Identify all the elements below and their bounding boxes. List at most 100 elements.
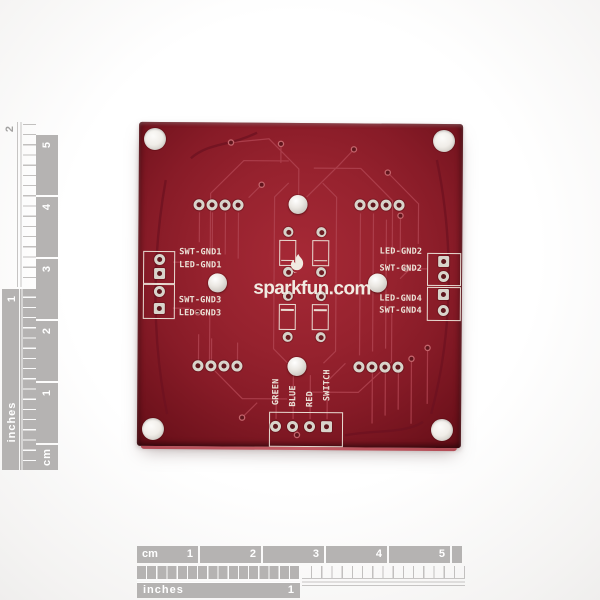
pad [154,253,166,266]
standoff-hole-top [288,194,308,215]
cm-number: 5 [41,141,53,149]
pad [205,360,217,372]
cm-block [36,135,58,195]
silkscreen-label-green: GREEN [271,378,282,406]
inches-unit-label: inches [6,401,18,443]
silkscreen-label-red: RED [305,391,316,408]
sparkfun-flame-icon [290,253,304,273]
pad [283,226,294,237]
mounting-hole-top-left [143,127,167,151]
smd-footprint [311,304,329,331]
pad [269,420,282,432]
pad [354,199,366,211]
cm-block [36,383,58,443]
inch-guide-lines [137,578,300,583]
ruler-left-inch-block [2,289,36,470]
cm-block: 2 [200,546,261,563]
inch-number: 1 [287,584,294,596]
pad [286,420,299,432]
pad [316,267,327,278]
silkscreen-label: LED-GND1 [179,260,222,271]
pad [320,421,333,433]
cm-block [36,259,58,319]
cm-number: 3 [312,548,319,560]
silkscreen-label: LED-GND4 [379,293,422,304]
sparkfun-wordmark: sparkfun.com [253,277,371,300]
cm-block: 4 [326,546,387,563]
pad [303,421,316,433]
inches-unit-label: inches [143,584,184,596]
silkscreen-label-switch: SWITCH [322,369,333,402]
silkscreen-label: LED-GND3 [178,308,222,319]
mounting-hole-top-right [432,129,456,153]
silkscreen-label: SWT-GND4 [379,305,422,316]
inch-ticks [23,289,36,470]
pad [392,361,404,373]
cm-number: 1 [186,548,193,560]
pad [316,227,327,238]
cm-block: 5 [389,546,450,563]
pad [379,361,391,373]
pad [282,331,293,342]
cm-unit-block [36,445,58,470]
inch-ticks [137,566,300,579]
ruler-left: 5 4 3 2 1 cm 2 1 inches [2,122,60,470]
cm-block [36,321,58,381]
cm-unit-label: cm [41,448,53,466]
cm-block-partial [452,546,462,563]
inch-number: 1 [6,295,18,303]
pad [153,302,165,315]
pad [438,255,450,268]
pad [192,360,204,372]
cm-number: 1 [41,389,53,397]
cm-number: 2 [249,548,256,560]
smd-footprint [312,240,330,267]
mounting-hole-bottom-left [141,417,165,441]
standoff-hole-bottom [287,356,307,377]
silkscreen-label: SWT-GND3 [178,295,222,306]
inch-guide-lines [19,289,24,470]
inch-guide-lines-upper [17,122,23,287]
pad [367,199,379,211]
cm-number: 5 [438,548,445,560]
inch-label-block: inches 1 [137,583,300,598]
pad [219,199,231,211]
pad [153,285,165,298]
ruler-bottom-cm-scale: cm 1 2 3 4 5 [137,546,465,563]
pad [366,361,378,373]
pad [437,304,449,317]
cm-block: 3 [263,546,324,563]
pad [438,270,450,283]
inch-ticks-upper [23,122,36,287]
standoff-hole-left [207,273,228,293]
smd-footprint [278,303,296,330]
silkscreen-label: LED-GND2 [379,246,423,257]
pcb-board: SWT-GND1 LED-GND1 SWT-GND3 LED-GND3 LED-… [136,121,464,449]
inch-ticks-right [302,566,465,579]
silkscreen-label: SWT-GND1 [179,247,222,258]
mounting-hole-bottom-right [430,418,454,442]
pad [315,332,326,343]
cm-number: 4 [375,548,382,560]
pad [231,360,243,372]
pad [393,199,405,211]
pad [193,199,205,211]
pad [353,361,365,373]
inch-number: 2 [4,125,16,133]
ruler-bottom: cm 1 2 3 4 5 inches 1 [137,546,465,598]
inch-guide-lines-right [302,578,465,586]
cm-number: 2 [41,327,53,335]
pad [380,199,392,211]
cm-unit-label: cm [142,548,158,560]
pad [218,360,230,372]
pad [206,199,218,211]
cm-block: cm 1 [137,546,198,563]
cm-number: 4 [41,203,53,211]
cm-number: 3 [41,265,53,273]
ruler-bottom-inch-scale: inches 1 [137,566,300,598]
pad [232,199,244,211]
pad [437,288,449,301]
silkscreen-label-blue: BLUE [288,385,299,407]
pad [154,267,166,280]
